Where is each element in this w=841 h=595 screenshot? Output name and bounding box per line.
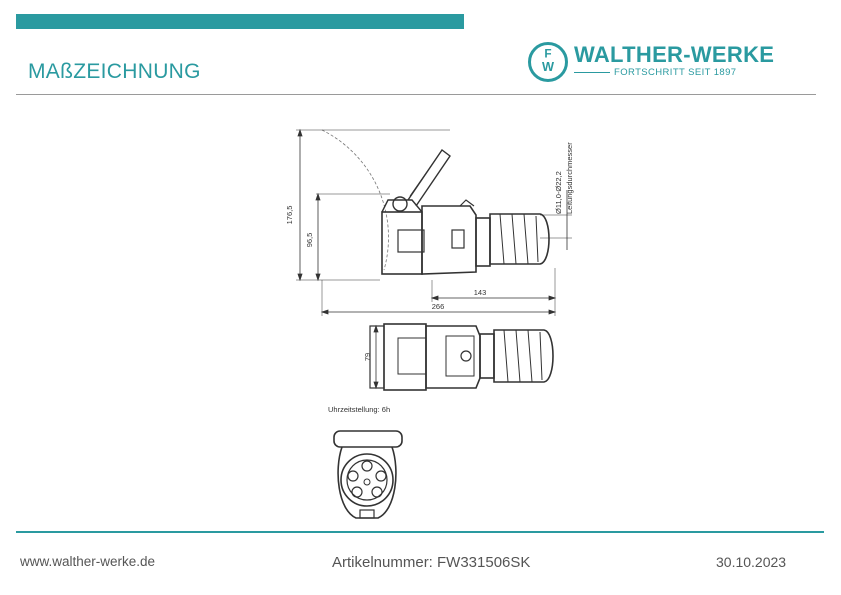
footer-date: 30.10.2023 <box>716 554 787 570</box>
footer-article-number: Artikelnummer: FW331506SK <box>332 554 531 571</box>
clock-position-label: Uhrzeitstellung: 6h <box>328 405 390 414</box>
logo-tagline: FORTSCHRITT SEIT 1897 <box>614 67 737 78</box>
header-divider <box>16 94 816 95</box>
top-accent-bar <box>16 14 464 29</box>
footer-website: www.walther-werke.de <box>20 554 156 569</box>
logo-circle <box>528 42 568 82</box>
dim-cable-label: Leitungsdurchmesser <box>565 142 574 214</box>
svg-text:W: W <box>542 59 554 74</box>
dim-overall-height: 176,5 <box>285 206 294 225</box>
svg-text:F: F <box>544 46 551 60</box>
page-title: MAßZEICHNUNG <box>28 60 201 83</box>
logo-name: WALTHER-WERKE <box>574 42 775 67</box>
dim-length-partial: 143 <box>474 288 487 297</box>
footer-divider <box>16 531 824 533</box>
logo-fw-monogram: F W <box>542 46 554 74</box>
dim-length-total: 266 <box>432 302 445 311</box>
dim-body-height: 96,5 <box>305 233 314 248</box>
logo-rule-left <box>574 72 610 73</box>
dim-cable: Ø11,0-Ø22,2 <box>554 171 563 214</box>
company-logo: F W WALTHER-WERKE FORTSCHRITT SEIT 1897 <box>528 40 788 85</box>
dim-width: 79 <box>363 353 372 361</box>
